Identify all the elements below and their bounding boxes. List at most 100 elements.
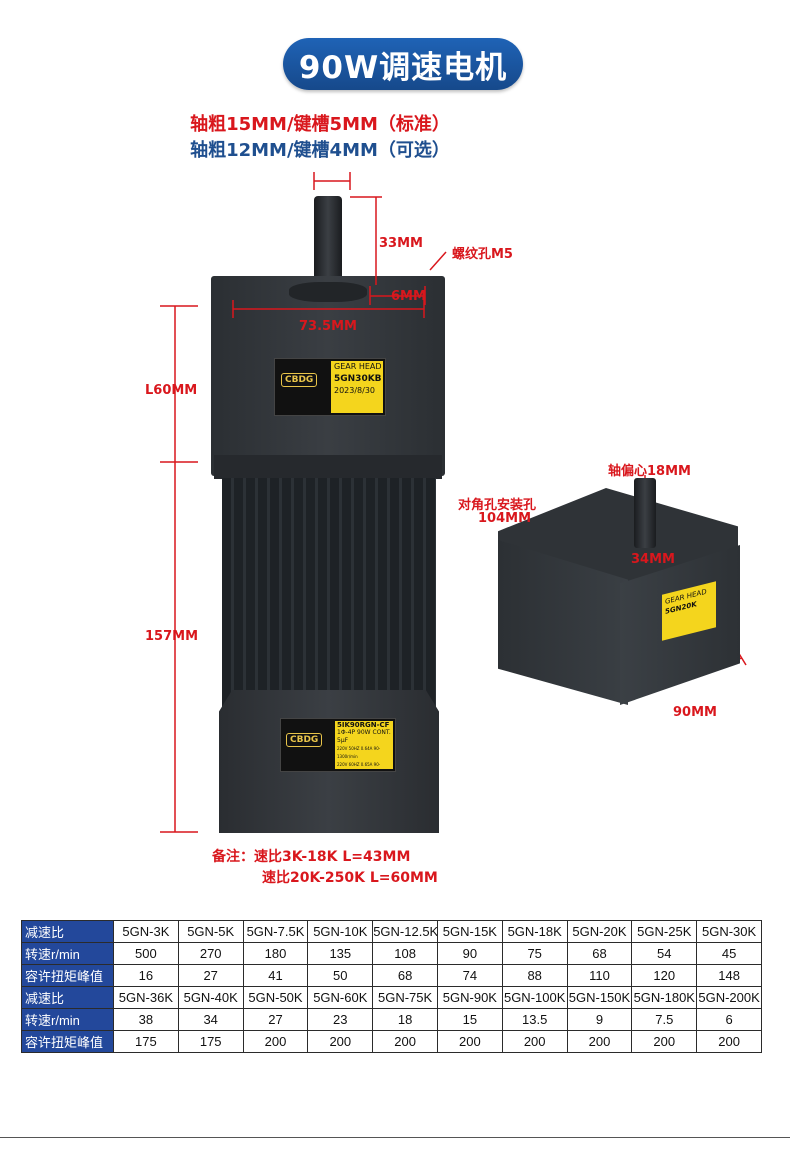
table-cell: 5GN-75K (372, 986, 438, 1009)
motor-model: 5IK90RGN-CF (337, 721, 390, 729)
table-row-header: 减速比 (21, 986, 114, 1009)
dim-shaft-length: 33MM (379, 236, 423, 251)
table-cell: 5GN-18K (501, 920, 568, 943)
shaft-spec-standard: 轴粗15MM/键槽5MM（标准） (190, 114, 450, 135)
table-cell: 200 (436, 1030, 503, 1053)
table-cell: 5GN-20K (566, 920, 633, 943)
table-cell: 200 (307, 1030, 374, 1053)
table-cell: 15 (436, 1008, 503, 1031)
table-cell: 13.5 (501, 1008, 568, 1031)
note-line-2: 速比20K-250K L=60MM (262, 870, 438, 886)
motor-label-plate: 5IK90RGN-CF 1Φ-4P 90W CONT. 5μF 220V 50H… (335, 721, 393, 769)
gearhead-label-line1: GEAR HEAD (334, 362, 382, 371)
table-cell: 68 (566, 942, 633, 965)
brand-logo: CBDG (281, 367, 318, 387)
table-cell: 41 (242, 964, 309, 987)
table-cell: 135 (307, 942, 374, 965)
table-cell: 27 (177, 964, 244, 987)
table-cell: 110 (566, 964, 633, 987)
table-cell: 5GN-36K (113, 986, 179, 1009)
table-row-header: 容许扭矩峰值 (21, 1030, 114, 1053)
table-cell: 5GN-30K (696, 920, 762, 943)
dim-key-depth: 6MM (391, 289, 426, 304)
table-row-header: 转速r/min (21, 1008, 114, 1031)
table-cell: 120 (631, 964, 698, 987)
table-cell: 5GN-200K (696, 986, 762, 1009)
table-cell: 5GN-60K (307, 986, 374, 1009)
dim-flange-width: 73.5MM (299, 319, 357, 334)
table-cell: 175 (113, 1030, 179, 1053)
table-row-header: 减速比 (21, 920, 114, 943)
note-line-1: 备注：速比3K-18K L=43MM (212, 849, 411, 865)
gearhead-model: 5GN30KB (334, 374, 382, 384)
table-cell: 18 (372, 1008, 438, 1031)
table-cell: 108 (372, 942, 438, 965)
motor-spec: 1Φ-4P 90W CONT. 5μF (337, 729, 391, 744)
table-cell: 5GN-180K (631, 986, 698, 1009)
table-cell: 5GN-5K (177, 920, 244, 943)
table-cell: 180 (242, 942, 309, 965)
table-cell: 200 (566, 1030, 633, 1053)
table-cell: 5GN-12.5K (372, 920, 438, 943)
table-cell: 5GN-10K (307, 920, 374, 943)
table-cell: 5GN-40K (177, 986, 244, 1009)
table-cell: 5GN-150K (566, 986, 633, 1009)
table-cell: 7.5 (631, 1008, 698, 1031)
shaft-collar (289, 282, 367, 302)
table-cell: 54 (631, 942, 698, 965)
table-cell: 270 (177, 942, 244, 965)
table-cell: 23 (307, 1008, 374, 1031)
motor-rating-b: 220V 60HZ 0.65A 90-1600r/min (337, 762, 381, 767)
table-cell: 5GN-50K (242, 986, 309, 1009)
table-cell: 200 (372, 1030, 438, 1053)
table-cell: 90 (436, 942, 503, 965)
motor-body (222, 478, 436, 716)
table-row-header: 转速r/min (21, 942, 114, 965)
dim-gearbox-width: 90MM (673, 705, 717, 720)
brand-logo-motor: CBDG (286, 727, 323, 747)
dim-collar-width: 34MM (631, 552, 675, 567)
gearhead-flange (214, 455, 442, 479)
table-cell: 5GN-7.5K (242, 920, 309, 943)
table-cell: 75 (501, 942, 568, 965)
motor-rating-a: 220V 50HZ 0.64A 90-1300r/min (337, 746, 381, 759)
dim-diag-hole-value: 104MM (478, 511, 532, 526)
table-cell: 38 (113, 1008, 179, 1031)
dim-gearhead-length: L60MM (145, 383, 198, 398)
gearhead-label-plate: GEAR HEAD 5GN30KB 2023/8/30 (331, 361, 383, 413)
table-cell: 9 (566, 1008, 633, 1031)
table-cell: 16 (113, 964, 179, 987)
table-cell: 88 (501, 964, 568, 987)
table-cell: 5GN-3K (113, 920, 179, 943)
gearbox2-shaft (634, 478, 656, 548)
table-cell: 200 (631, 1030, 698, 1053)
table-cell: 27 (242, 1008, 309, 1031)
table-cell: 68 (372, 964, 438, 987)
dim-diag-hole-label: 对角孔安装孔 (458, 498, 537, 513)
table-cell: 6 (696, 1008, 762, 1031)
table-cell: 50 (307, 964, 374, 987)
table-cell: 148 (696, 964, 762, 987)
table-cell: 5GN-90K (436, 986, 503, 1009)
table-cell: 500 (113, 942, 179, 965)
table-cell: 74 (436, 964, 503, 987)
table-cell: 34 (177, 1008, 244, 1031)
table-cell: 200 (696, 1030, 762, 1053)
table-cell: 5GN-15K (436, 920, 503, 943)
table-cell: 5GN-100K (501, 986, 568, 1009)
gearhead-date: 2023/8/30 (334, 386, 376, 395)
dim-shaft-offset: 轴偏心18MM (608, 464, 691, 479)
page-title: 90W调速电机 (283, 38, 523, 90)
gearhead-label: CBDG GEAR HEAD 5GN30KB 2023/8/30 (274, 358, 386, 416)
table-row-header: 容许扭矩峰值 (21, 964, 114, 987)
bottom-divider (0, 1137, 790, 1138)
table-cell: 175 (177, 1030, 244, 1053)
table-cell: 5GN-25K (631, 920, 698, 943)
motor-label: CBDG 5IK90RGN-CF 1Φ-4P 90W CONT. 5μF 220… (280, 718, 396, 772)
